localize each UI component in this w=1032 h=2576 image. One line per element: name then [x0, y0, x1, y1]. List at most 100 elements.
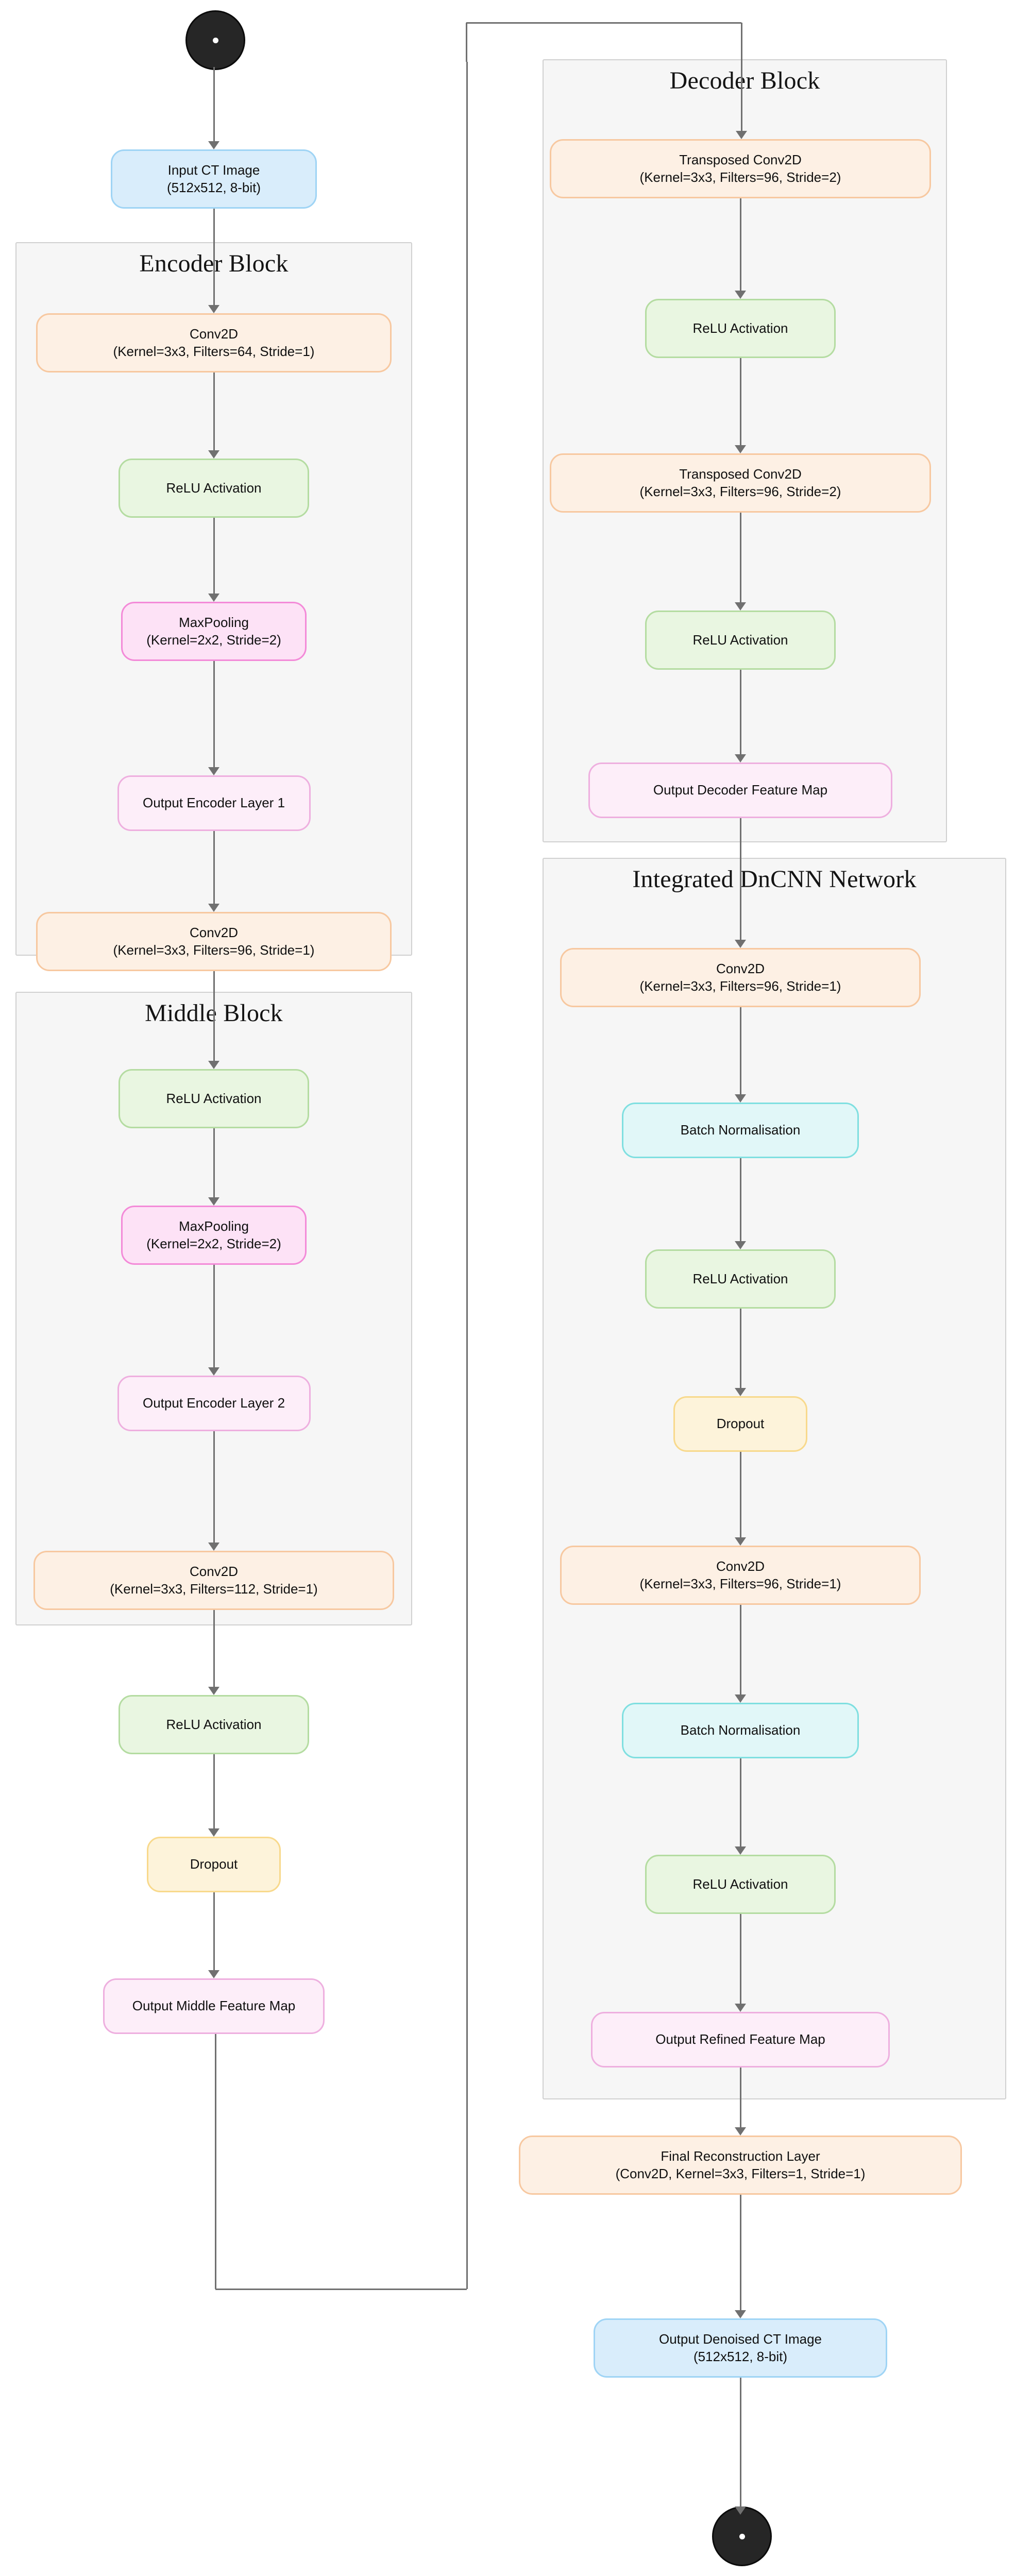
edge-route-top-right-down [465, 23, 467, 62]
node-dn-conv1[interactable]: Conv2D(Kernel=3x3, Filters=96, Stride=1) [560, 948, 921, 1007]
node-label-secondary: (Kernel=3x3, Filters=96, Stride=1) [639, 978, 841, 994]
node-dec-tconv1[interactable]: Transposed Conv2D (Kernel=3x3, Filters=96… [550, 139, 931, 198]
node-label-primary: Conv2D [716, 1558, 765, 1574]
arrowhead [208, 141, 219, 149]
arrowhead [735, 2506, 746, 2515]
node-label-secondary: (512x512, 8-bit) [693, 2348, 788, 2364]
node-label-secondary: (Kernel=2x2, Stride=2) [146, 632, 281, 648]
arrowhead [735, 445, 746, 453]
arrowhead [208, 450, 219, 459]
node-dec-relu1[interactable]: ReLU Activation [645, 299, 836, 358]
node-label-secondary: (Kernel=3x3, Filters=96, Stride=2) [639, 169, 841, 185]
edge-encoder-0 [213, 372, 215, 450]
node-label-primary: Output Encoder Layer 1 [142, 795, 285, 811]
edge-route-into-decoder [740, 23, 742, 131]
node-label-primary: Dropout [716, 1416, 765, 1432]
node-dn-relu2[interactable]: ReLU Activation [645, 1855, 836, 1914]
edge-middle-2 [213, 1892, 215, 1970]
node-dec-tconv2[interactable]: Transposed Conv2D(Kernel=3x3, Filters=96… [550, 453, 931, 513]
node-final-reconstruction-layer[interactable]: Final Reconstruction Layer(Conv2D, Kerne… [519, 2136, 962, 2195]
node-enc-out2[interactable]: Output Encoder Layer 2 [117, 1376, 311, 1431]
edge-route-bottom-left-down [214, 2034, 216, 2289]
edge-encoder-6 [213, 1265, 215, 1367]
node-label-primary: Final Reconstruction Layer [661, 2148, 820, 2164]
node-enc-out1[interactable]: Output Encoder Layer 1 [117, 775, 311, 831]
node-label-primary: ReLU Activation [692, 320, 788, 336]
node-label-primary: Transposed Conv2D [679, 151, 802, 167]
node-label-primary: ReLU Activation [166, 1716, 262, 1732]
edge-dncnn-1 [739, 1158, 741, 1241]
node-dn-bn1[interactable]: Batch Normalisation [622, 1103, 859, 1158]
node-label-primary: Transposed Conv2D [679, 466, 802, 482]
node-enc-relu2[interactable]: ReLU Activation [119, 1069, 309, 1128]
edge-route-top-horizontal [466, 22, 741, 24]
edge-middle-1 [213, 1754, 215, 1828]
node-label-secondary: (Kernel=3x3, Filters=96, Stride=1) [639, 1575, 841, 1591]
node-label-primary: Output Decoder Feature Map [653, 782, 828, 798]
node-label-primary: Batch Normalisation [680, 1722, 801, 1738]
node-enc-pool1[interactable]: MaxPooling (Kernel=2x2, Stride=2) [121, 602, 307, 661]
node-enc-conv1[interactable]: Conv2D(Kernel=3x3, Filters=64, Stride=1) [36, 313, 392, 372]
arrowhead [208, 904, 219, 912]
arrowhead [208, 1061, 219, 1069]
node-dn-out[interactable]: Output Refined Feature Map [591, 2012, 890, 2067]
node-dn-relu1[interactable]: ReLU Activation [645, 1249, 836, 1309]
arrowhead [208, 1367, 219, 1376]
node-input-ct-image[interactable]: Input CT Image(512x512, 8-bit) [111, 149, 317, 209]
edge-dncnn-0 [739, 1007, 741, 1094]
node-dn-drop[interactable]: Dropout [673, 1396, 807, 1452]
edge-dncnn-6 [739, 1914, 741, 2004]
edge-encoder-2 [213, 661, 215, 767]
arrowhead [208, 767, 219, 775]
edge-decoder-to-dncnn [739, 818, 741, 940]
node-mid-drop[interactable]: Dropout [147, 1837, 281, 1892]
node-label-primary: Conv2D [190, 326, 238, 342]
node-dec-out[interactable]: Output Decoder Feature Map [588, 762, 892, 818]
edge-decoder-2 [739, 513, 741, 602]
edge-decoder-0 [739, 198, 741, 291]
edge-dncnn-3 [739, 1452, 741, 1537]
arrowhead [208, 1970, 219, 1978]
edge-encoder-to-middle [213, 1431, 215, 1543]
node-dn-bn2[interactable]: Batch Normalisation [622, 1703, 859, 1758]
edge-encoder-4 [213, 971, 215, 1061]
arrowhead [735, 1537, 746, 1546]
node-label-primary: Conv2D [190, 924, 238, 940]
node-label-primary: Output Refined Feature Map [655, 2031, 825, 2047]
node-mid-relu[interactable]: ReLU Activation [119, 1695, 309, 1754]
arrowhead [208, 1687, 219, 1695]
arrowhead [735, 291, 746, 299]
arrowhead [208, 1543, 219, 1551]
edge-encoder-3 [213, 831, 215, 904]
node-dn-conv2[interactable]: Conv2D(Kernel=3x3, Filters=96, Stride=1) [560, 1546, 921, 1605]
edge-output-to-end [739, 2378, 741, 2506]
node-dec-relu2[interactable]: ReLU Activation [645, 611, 836, 670]
node-mid-conv[interactable]: Conv2D (Kernel=3x3, Filters=112, Stride=1… [33, 1551, 394, 1610]
node-output-denoised-ct-image[interactable]: Output Denoised CT Image(512x512, 8-bit) [594, 2318, 887, 2378]
arrowhead [735, 1694, 746, 1703]
node-label-primary: ReLU Activation [692, 1270, 788, 1286]
node-label-primary: Output Denoised CT Image [658, 2331, 822, 2347]
start-terminal-node [185, 10, 245, 70]
edge-dncnn-4 [739, 1605, 741, 1694]
arrowhead [735, 1241, 746, 1249]
node-label-primary: ReLU Activation [166, 1090, 262, 1106]
node-mid-out[interactable]: Output Middle Feature Map [103, 1978, 325, 2034]
arrowhead [208, 1828, 219, 1837]
node-label-primary: Conv2D [190, 1563, 238, 1579]
arrowhead [208, 1197, 219, 1206]
node-label-primary: MaxPooling [179, 1218, 249, 1234]
node-label-primary: MaxPooling [179, 614, 249, 630]
edge-encoder-1 [213, 518, 215, 594]
node-label-secondary: (Kernel=3x3, Filters=96, Stride=1) [113, 942, 315, 958]
arrowhead [735, 2310, 746, 2318]
node-enc-relu1[interactable]: ReLU Activation [119, 459, 309, 518]
node-label-primary: Output Middle Feature Map [132, 1998, 296, 2014]
terminal-pip [739, 2533, 745, 2539]
node-label-secondary: (Kernel=3x3, Filters=112, Stride=1) [110, 1581, 318, 1597]
arrowhead [735, 940, 746, 948]
arrowhead [735, 1388, 746, 1396]
arrowhead [735, 1846, 746, 1855]
node-enc-conv2[interactable]: Conv2D (Kernel=3x3, Filters=96, Stride=1) [36, 912, 392, 971]
node-enc-pool2[interactable]: MaxPooling(Kernel=2x2, Stride=2) [121, 1206, 307, 1265]
